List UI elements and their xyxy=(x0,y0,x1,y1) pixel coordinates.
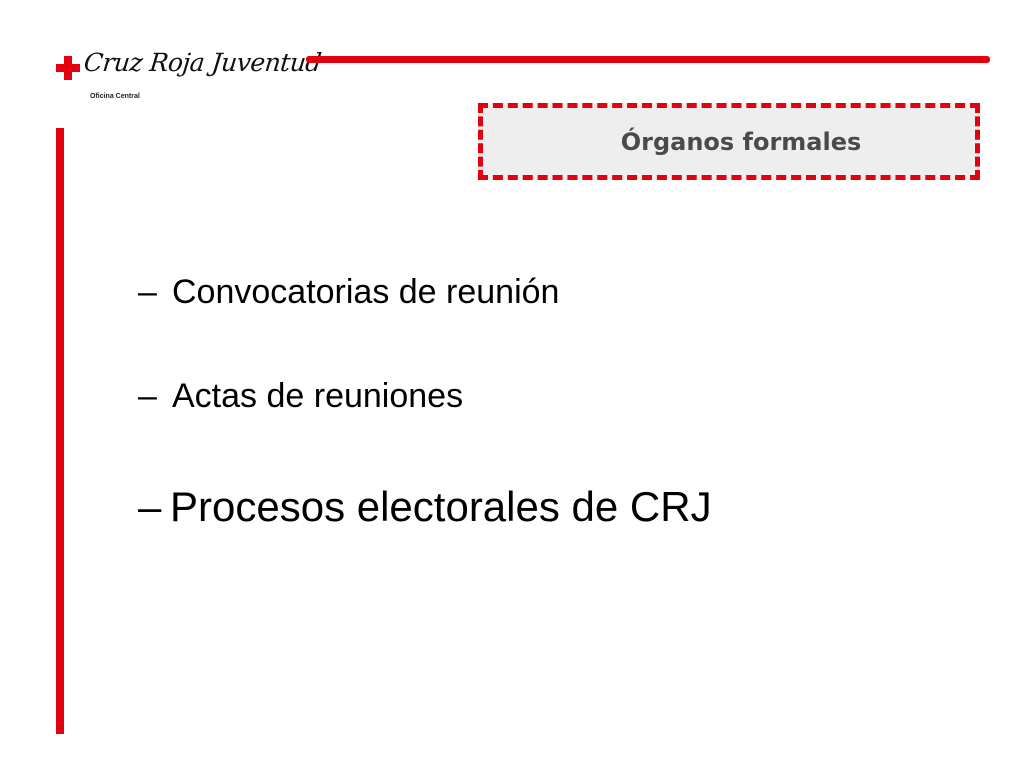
top-red-rule xyxy=(306,56,990,63)
bullet-item: – Actas de reuniones xyxy=(138,377,463,416)
bullet-text: Actas de reuniones xyxy=(172,377,464,415)
bullet-text: Procesos electorales de CRJ xyxy=(170,483,712,530)
logo-subtitle: Oficina Central xyxy=(90,93,140,100)
slide-title: Órganos formales xyxy=(620,127,862,156)
title-box: Órganos formales xyxy=(478,103,980,180)
bullet-dash: – xyxy=(138,273,157,311)
bullet-text: Convocatorias de reunión xyxy=(172,273,560,311)
logo-wordmark: Cruz Roja Juventud xyxy=(82,48,323,77)
brand-logo: Cruz Roja Juventud Oficina Central xyxy=(56,44,323,106)
bullet-dash: – xyxy=(138,483,162,530)
bullet-dash: – xyxy=(138,377,157,415)
left-red-rule xyxy=(56,128,64,734)
bullet-item: – Procesos electorales de CRJ xyxy=(138,483,712,531)
bullet-item: – Convocatorias de reunión xyxy=(138,273,559,312)
red-cross-icon xyxy=(56,56,80,80)
